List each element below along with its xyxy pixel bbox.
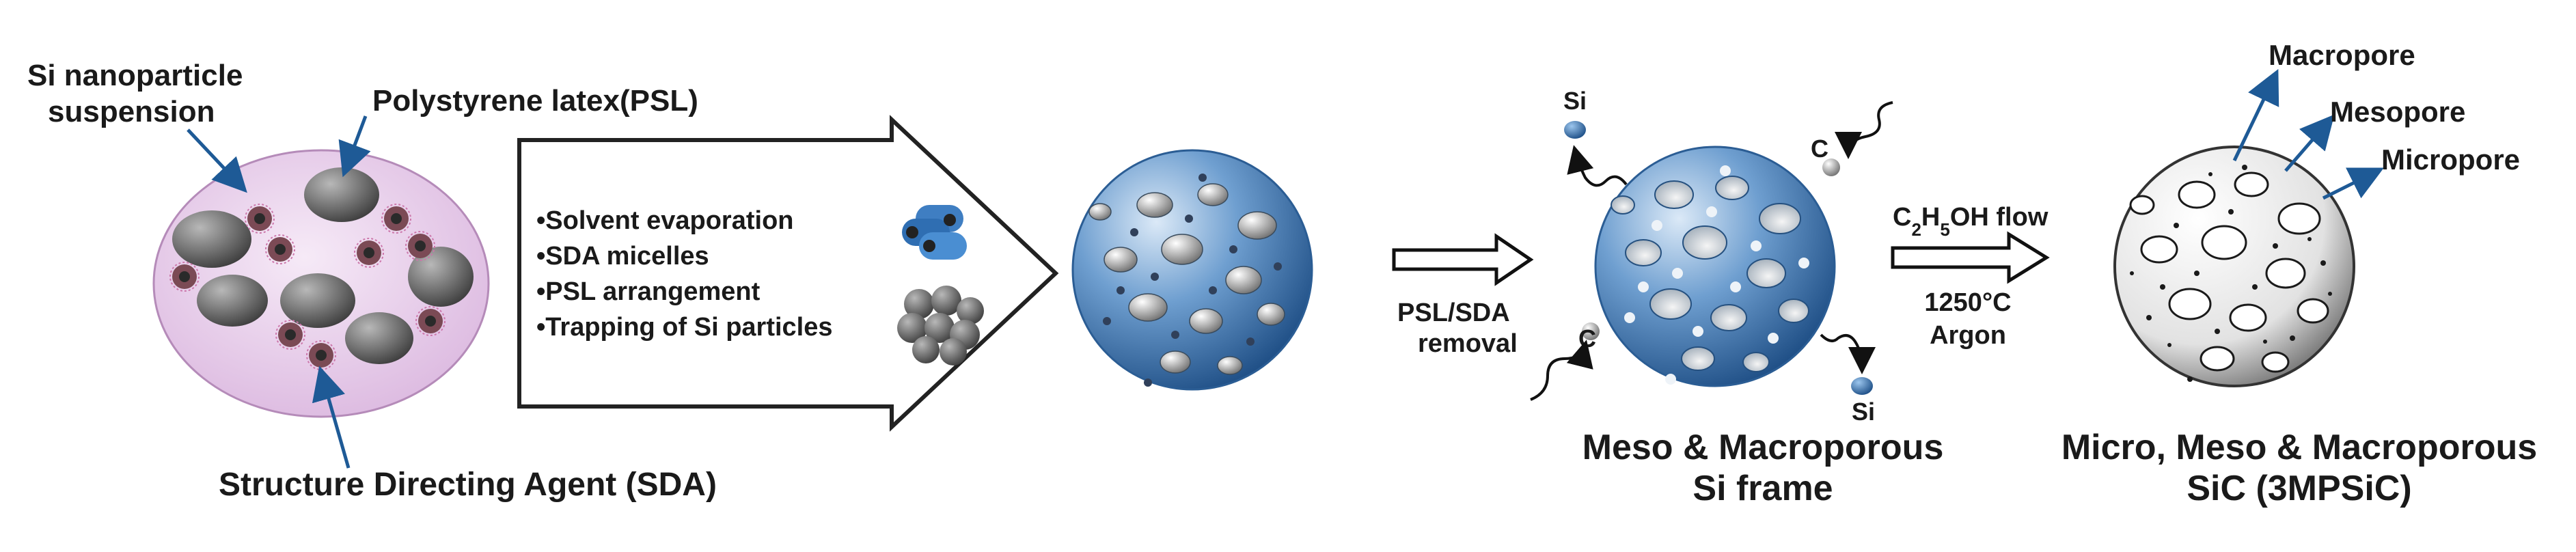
si-suspension-label-1: Si nanoparticle [27, 59, 243, 92]
si-frame-title-1: Meso & Macroporous [1582, 428, 1944, 467]
step-solvent-evaporation: •Solvent evaporation [536, 206, 794, 235]
si-pointer-arrow [187, 128, 247, 193]
sic-title-1: Micro, Meso & Macroporous [2061, 428, 2537, 467]
c-top-label: C [1811, 135, 1828, 163]
c-top-wavy-arrow [1835, 101, 1893, 159]
removal-label-2: removal [1418, 329, 1518, 358]
flow-label: C2H5OH flow [1893, 203, 2049, 240]
removal-label-1: PSL/SDA [1397, 299, 1510, 327]
psl-pointer-arrow [338, 115, 371, 178]
composite-sphere [1071, 149, 1313, 391]
psl-cluster-icon [897, 286, 984, 365]
c-bottom-label: C [1578, 325, 1596, 353]
si-particle-top [1564, 121, 1586, 139]
si-top-wavy-arrow [1567, 145, 1628, 187]
mesopore-arrow [2284, 114, 2335, 172]
psl-particle [172, 210, 251, 268]
temperature-label: 1250°C [1924, 288, 2011, 317]
process-arrow-shape [517, 115, 1059, 432]
suspension-panel: Si nanoparticle suspension Polystyrene l… [27, 59, 717, 503]
sic-title-2: SiC (3MPSiC) [2187, 469, 2411, 508]
c-particle-bottom [1582, 322, 1600, 340]
psl-particle [197, 275, 268, 327]
psl-particle [280, 273, 355, 328]
atmosphere-label: Argon [1930, 321, 2006, 350]
si-bottom-label: Si [1852, 398, 1875, 426]
sda-micelle [245, 204, 275, 234]
sda-micelle [265, 234, 295, 264]
step-psl-arrangement: •PSL arrangement [536, 277, 761, 306]
micropore-label: Micropore [2381, 143, 2520, 176]
sda-micelle [415, 306, 446, 336]
process-steps: •Solvent evaporation •SDA micelles •PSL … [536, 206, 833, 342]
sda-micelles [169, 204, 446, 370]
sda-label: Structure Directing Agent (SDA) [219, 467, 717, 503]
step-sda-micelles: •SDA micelles [536, 242, 709, 271]
sic-sphere [2113, 146, 2355, 387]
psl-particles [172, 167, 474, 364]
si-suspension-label-2: suspension [48, 95, 215, 128]
c-particle-top [1822, 158, 1840, 176]
si-particle-bottom [1851, 377, 1873, 395]
psl-particle [408, 247, 474, 307]
macropore-arrow [2232, 68, 2279, 162]
pyrolysis-arrow: C2H5OH flow 1250°C Argon [1891, 203, 2050, 350]
sda-micelle [275, 320, 305, 350]
removal-arrow: PSL/SDA removal [1392, 233, 1534, 358]
si-frame-sphere [1594, 146, 1836, 387]
psl-particle [345, 312, 413, 364]
si-bottom-wavy-arrow [1820, 333, 1876, 374]
c-bottom-wavy-arrow [1530, 340, 1593, 401]
process-arrow: •Solvent evaporation •SDA micelles •PSL … [517, 115, 1059, 432]
sda-micelle [169, 262, 200, 292]
sda-micelle [405, 231, 435, 261]
released-species: Si C C Si [1530, 87, 1893, 426]
micelle-cylinders-icon [902, 205, 967, 260]
mesopore-label: Mesopore [2330, 96, 2465, 128]
sda-pointer-arrow [312, 365, 351, 469]
sda-micelle [354, 238, 384, 268]
psl-particle [304, 167, 379, 222]
micropore-arrow [2322, 167, 2384, 200]
step-trapping-si: •Trapping of Si particles [536, 313, 833, 342]
macropore-label: Macropore [2269, 39, 2415, 71]
si-frame-title-2: Si frame [1693, 469, 1833, 508]
sda-micelle [381, 204, 411, 234]
si-top-label: Si [1563, 87, 1587, 115]
psl-label: Polystyrene latex(PSL) [372, 84, 698, 118]
